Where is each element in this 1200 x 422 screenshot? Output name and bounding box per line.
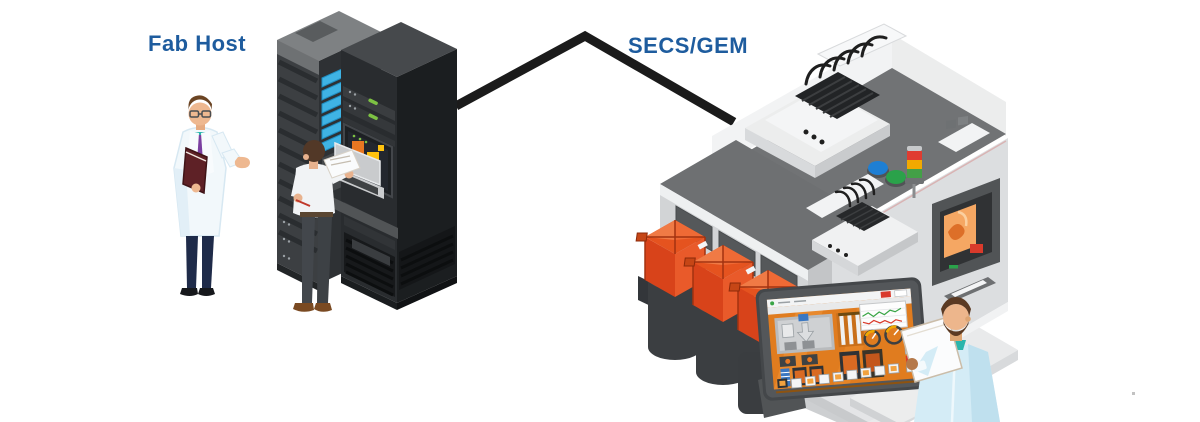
equipment-operator xyxy=(900,297,1000,422)
process-viewport xyxy=(932,115,1000,286)
top-rim-back-right xyxy=(892,34,1006,136)
blue-button xyxy=(868,161,888,175)
cables xyxy=(834,178,876,208)
process-equipment xyxy=(635,23,1018,422)
red-indicator xyxy=(970,244,983,253)
glasses xyxy=(189,110,212,118)
top-label-tag xyxy=(938,123,990,152)
pen xyxy=(295,199,311,207)
drive-bays xyxy=(321,67,345,153)
rack-top xyxy=(341,22,457,77)
checklist-paper xyxy=(323,149,361,179)
hand xyxy=(906,358,918,370)
hmi-trend-chart xyxy=(858,300,908,331)
hmi-touchscreen[interactable] xyxy=(755,277,929,402)
signal-tower xyxy=(905,146,924,198)
belt xyxy=(300,212,333,217)
server-rack-right xyxy=(341,22,457,310)
host-server-racks xyxy=(277,11,457,312)
hmi-station-icons xyxy=(779,353,819,367)
start-stop-buttons xyxy=(867,161,907,187)
hmi-bottom-icons[interactable] xyxy=(775,362,918,394)
signal-red xyxy=(907,151,922,160)
keyboard-tray xyxy=(330,196,398,239)
hmi-diagram-panel xyxy=(774,313,835,355)
fab-host-person xyxy=(173,95,250,296)
artifact-dot xyxy=(1132,392,1135,395)
rack-operator xyxy=(291,140,361,312)
secs-gem-link-line xyxy=(453,30,737,126)
green-button xyxy=(886,170,906,184)
cables xyxy=(804,35,888,86)
hmi-toolbar xyxy=(767,296,912,315)
shoe xyxy=(180,288,198,296)
hmi-dial-gauges xyxy=(863,325,904,348)
canister xyxy=(683,245,756,385)
down-arrow-icon xyxy=(796,322,815,343)
heatsink-block xyxy=(795,72,880,119)
cable-module xyxy=(745,35,890,178)
io-module xyxy=(806,174,918,276)
signal-amber xyxy=(907,160,922,169)
signal-green xyxy=(907,169,922,178)
hmi-bar-gauges xyxy=(836,311,865,348)
beard xyxy=(943,319,969,336)
rack-top xyxy=(277,11,381,61)
shoe xyxy=(293,303,314,312)
canister-base xyxy=(648,277,702,360)
secs-gem-label: SECS/GEM xyxy=(628,33,748,58)
head xyxy=(943,304,969,330)
hair xyxy=(941,297,971,317)
left-hand xyxy=(191,183,201,193)
fab-host-label: Fab Host xyxy=(148,31,246,56)
right-hand xyxy=(234,156,250,169)
output-slot xyxy=(944,277,996,302)
trousers xyxy=(186,236,198,288)
server-units xyxy=(343,86,395,147)
green-indicator xyxy=(949,265,958,269)
trousers xyxy=(302,217,315,303)
hair xyxy=(188,95,212,112)
hmi-menubar xyxy=(766,288,912,308)
